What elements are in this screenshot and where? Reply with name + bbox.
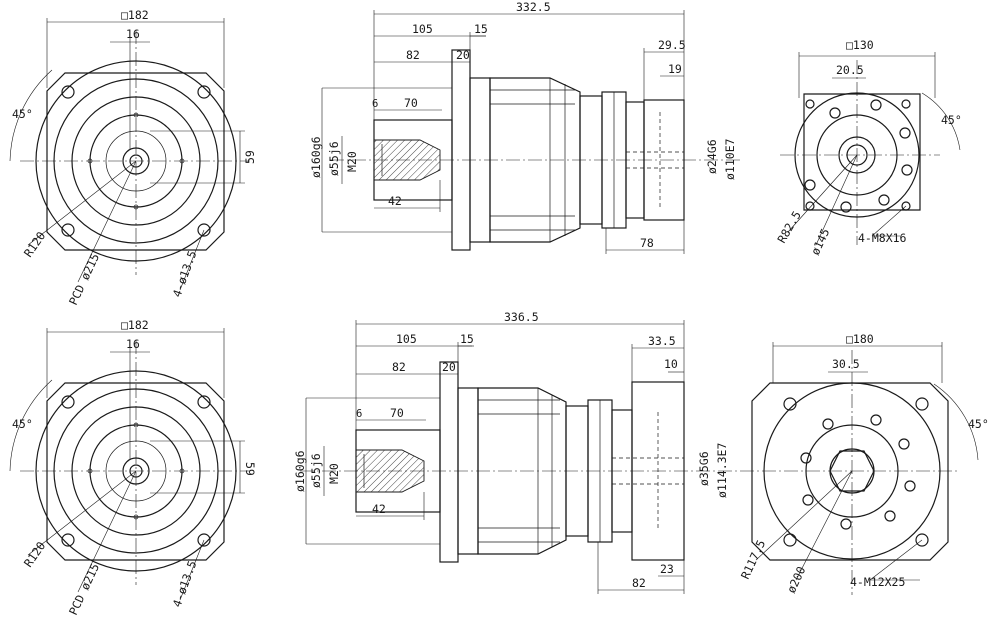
- bottom-front-square-dim: □182: [121, 318, 149, 332]
- top-side-input-dia: ø24G6: [705, 139, 719, 174]
- bottom-side-23-dim: 23: [660, 562, 674, 576]
- bottom-side-shaft-dia: ø55j6: [309, 453, 323, 488]
- top-input-offset-dim: 20.5: [836, 63, 864, 77]
- bottom-front-view: □182 16 45° 59 R120 PCD ø215 4-ø13.5: [9, 318, 257, 617]
- bottom-input-radius-dim: R117.5: [738, 538, 768, 582]
- top-front-offset-dim: 16: [126, 27, 140, 41]
- bottom-input-dia-dim: ø200: [784, 564, 808, 595]
- top-side-shaft-dia: ø55j6: [327, 141, 341, 176]
- bottom-side-82b-dim: 82: [632, 576, 646, 590]
- top-side-pilot-dia: ø110E7: [723, 138, 737, 180]
- bottom-front-holes-dim: 4-ø13.5: [170, 559, 200, 609]
- bottom-side-thread: M20: [327, 463, 341, 484]
- bottom-front-offset-dim: 16: [126, 337, 140, 351]
- top-front-radius-dim: R120: [21, 229, 48, 260]
- bottom-side-pilot-dia: ø114.3E7: [715, 443, 729, 498]
- bottom-input-holes-dim: 4-M12X25: [850, 575, 905, 589]
- top-input-square-dim: □130: [846, 38, 874, 52]
- top-side-29-5-dim: 29.5: [658, 38, 686, 52]
- bottom-side-15-dim: 15: [460, 332, 474, 346]
- bottom-input-view: □180 30.5 45° R117.5 ø200 4-M12X25: [738, 332, 989, 595]
- top-input-angle-dim: 45°: [941, 113, 962, 127]
- bottom-side-view: 336.5 105 15 82 20 33.5 10 6 70 42 82 23…: [293, 310, 740, 594]
- bottom-input-square-dim: □180: [846, 332, 874, 346]
- top-front-view: □182 16 45° 59 R120 PCD ø215 4-ø13.5: [9, 8, 257, 307]
- top-side-20-dim: 20: [456, 48, 470, 62]
- top-front-pcd-dim: PCD ø215: [66, 251, 102, 307]
- bottom-input-angle-dim: 45°: [968, 417, 989, 431]
- bottom-front-angle-dim: 45°: [12, 417, 33, 431]
- top-input-holes-dim: 4-M8X16: [858, 231, 907, 245]
- bottom-front-pcd-dim: PCD ø215: [66, 561, 102, 617]
- top-front-square-dim: □182: [121, 8, 149, 22]
- bottom-side-10-dim: 10: [664, 357, 678, 371]
- bottom-side-70-dim: 70: [390, 406, 404, 420]
- bottom-front-key-dim: 59: [243, 462, 257, 476]
- top-side-15-dim: 15: [474, 22, 488, 36]
- top-input-radius-dim: R82.5: [774, 209, 803, 246]
- top-side-78-dim: 78: [640, 236, 654, 250]
- bottom-side-input-dia: ø35G6: [697, 451, 711, 486]
- bottom-input-offset-dim: 30.5: [832, 357, 860, 371]
- bottom-side-105-dim: 105: [396, 332, 417, 346]
- bottom-side-42-dim: 42: [372, 502, 386, 516]
- top-side-6-dim: 6: [372, 98, 378, 110]
- top-input-view: □130 20.5 45° R82.5 ø145 4-M8X16: [774, 38, 961, 257]
- top-side-flange-dia: ø160g6: [309, 136, 323, 178]
- top-side-82-dim: 82: [406, 48, 420, 62]
- top-side-19-dim: 19: [668, 62, 682, 76]
- bottom-side-flange-dia: ø160g6: [293, 450, 307, 492]
- bottom-side-33-5-dim: 33.5: [648, 334, 676, 348]
- bottom-side-20-dim: 20: [442, 360, 456, 374]
- bottom-side-6-dim: 6: [356, 408, 362, 420]
- top-side-70-dim: 70: [404, 96, 418, 110]
- top-front-angle-dim: 45°: [12, 107, 33, 121]
- top-input-dia-dim: ø145: [808, 226, 832, 257]
- top-front-key-dim: 59: [243, 150, 257, 164]
- top-side-42-dim: 42: [388, 194, 402, 208]
- top-side-total-dim: 332.5: [516, 0, 551, 14]
- top-front-holes-dim: 4-ø13.5: [170, 249, 200, 299]
- bottom-front-radius-dim: R120: [21, 539, 48, 570]
- top-side-105-dim: 105: [412, 22, 433, 36]
- bottom-side-82-dim: 82: [392, 360, 406, 374]
- top-side-thread: M20: [345, 151, 359, 172]
- bottom-side-total-dim: 336.5: [504, 310, 539, 324]
- top-side-view: 332.5 105 15 82 20 29.5 19 6 70 42 78 ø1…: [309, 0, 740, 254]
